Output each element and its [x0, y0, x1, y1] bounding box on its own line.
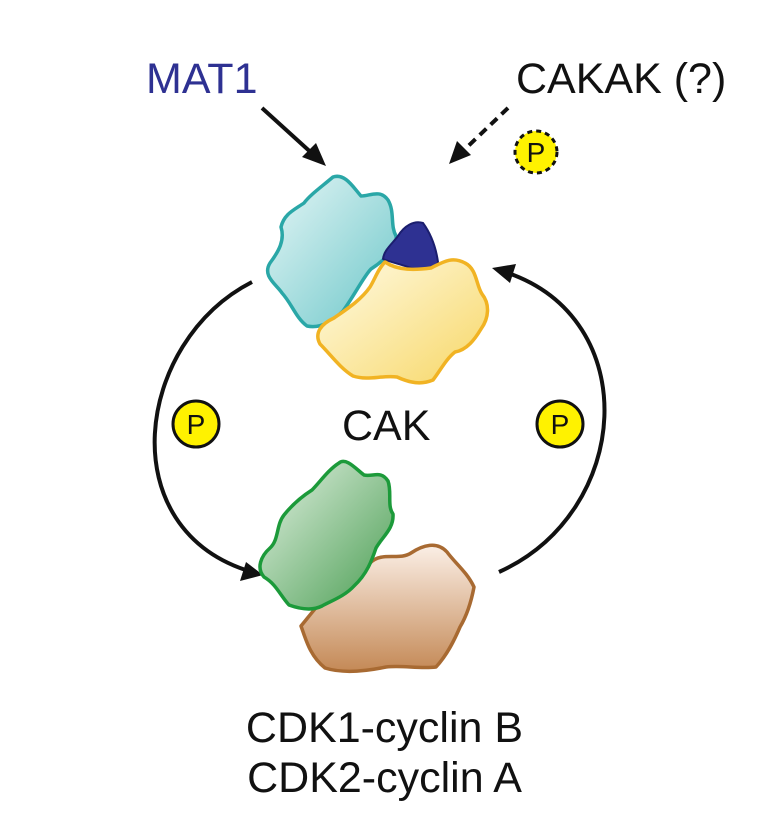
- cakak-dashed-arrow: [449, 106, 510, 164]
- cdk-cyclin-complex: [258, 459, 476, 674]
- cdk-subunit: [258, 459, 395, 611]
- substrate-label-cdk2: CDK2-cyclin A: [247, 754, 522, 802]
- substrate-label-cdk1: CDK1-cyclin B: [245, 704, 524, 752]
- cakak-phospho-badge: P: [513, 129, 559, 175]
- mat1-arrow: [260, 106, 326, 166]
- cak-label: CAK: [342, 402, 431, 450]
- right-cycle-arrow: [492, 264, 607, 574]
- left-cycle-arrow: [152, 280, 263, 581]
- svg-text:P: P: [551, 409, 570, 440]
- left-phospho-badge: P: [171, 399, 221, 449]
- cakak-label: CAKAK (?): [516, 55, 727, 103]
- cak-complex: [265, 174, 490, 385]
- mat1-label: MAT1: [146, 55, 258, 103]
- svg-text:P: P: [187, 409, 206, 440]
- right-phospho-badge: P: [535, 399, 585, 449]
- svg-text:P: P: [527, 137, 546, 168]
- cyclin-h-subunit: [316, 258, 490, 385]
